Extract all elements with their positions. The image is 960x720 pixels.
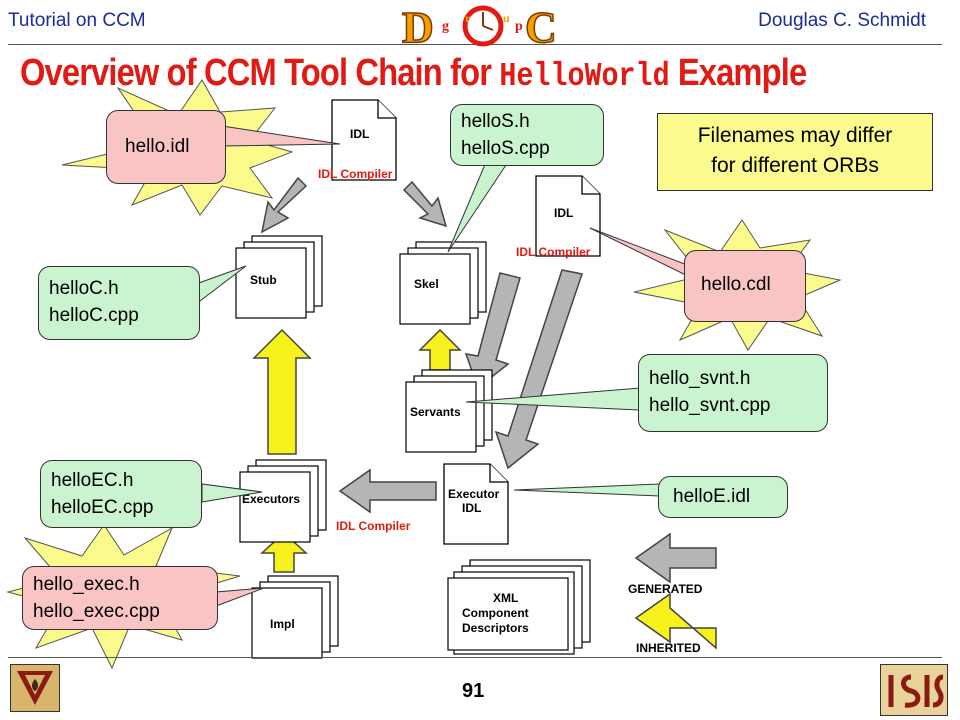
executor-idl-label-1: Executor bbox=[448, 487, 500, 501]
page-number: 91 bbox=[462, 680, 485, 702]
inherited-arrows bbox=[252, 328, 717, 650]
servants-label: Servants bbox=[410, 405, 461, 419]
xml-label-1: XML bbox=[493, 591, 518, 605]
hello-ec-h: helloEC.h bbox=[51, 470, 134, 491]
callout-hello-s: helloS.h helloS.cpp bbox=[450, 104, 604, 166]
skel-label: Skel bbox=[414, 277, 439, 291]
note-line-1: Filenames may differ bbox=[697, 124, 893, 147]
filenames-note: Filenames may differ for different ORBs bbox=[657, 113, 933, 191]
callout-hello-svnt: hello_svnt.h hello_svnt.cpp bbox=[638, 354, 828, 432]
callout-hello-cdl: hello.cdl bbox=[684, 250, 806, 322]
vanderbilt-logo bbox=[10, 664, 60, 712]
idl-compiler-1-label: IDL Compiler bbox=[318, 167, 393, 181]
header-left: Tutorial on CCM bbox=[8, 10, 146, 31]
stub-stack bbox=[235, 235, 323, 319]
xml-label-3: Descriptors bbox=[462, 621, 529, 635]
title-part1: Overview of CCM Tool Chain for bbox=[20, 52, 500, 94]
title-part2: Example bbox=[669, 52, 807, 94]
executors-label: Executors bbox=[242, 492, 300, 506]
header-right: Douglas C. Schmidt bbox=[758, 10, 926, 31]
isis-logo bbox=[880, 664, 948, 716]
hello-exec-cpp: hello_exec.cpp bbox=[33, 601, 160, 622]
xml-label-2: Component bbox=[462, 606, 529, 620]
legend-generated: GENERATED bbox=[628, 582, 703, 596]
hello-cdl-text: hello.cdl bbox=[701, 274, 771, 295]
page-title: Overview of CCM Tool Chain for HelloWorl… bbox=[20, 52, 807, 95]
xml-descriptors-stack bbox=[447, 559, 591, 655]
hello-e-idl-text: helloE.idl bbox=[673, 486, 751, 507]
stub-label: Stub bbox=[250, 273, 277, 287]
impl-label: Impl bbox=[270, 617, 295, 631]
executor-idl-label-2: IDL bbox=[462, 501, 481, 515]
callout-hello-ec: helloEC.h helloEC.cpp bbox=[40, 460, 202, 528]
skel-stack bbox=[399, 241, 487, 325]
idl-compiler-3-label: IDL Compiler bbox=[336, 519, 411, 533]
callout-hello-e-idl: helloE.idl bbox=[658, 476, 788, 518]
hello-s-cpp: helloS.cpp bbox=[461, 138, 550, 159]
hello-s-h: helloS.h bbox=[461, 111, 530, 132]
footer-rule bbox=[8, 657, 942, 658]
hello-c-h: helloC.h bbox=[49, 278, 119, 299]
idl-doc-1-label: IDL bbox=[350, 127, 369, 141]
hello-idl-text: hello.idl bbox=[125, 136, 190, 157]
hello-svnt-cpp: hello_svnt.cpp bbox=[649, 395, 771, 416]
title-code: HelloWorld bbox=[499, 58, 670, 95]
hello-svnt-h: hello_svnt.h bbox=[649, 368, 751, 389]
idl-compiler-2-label: IDL Compiler bbox=[516, 245, 591, 259]
legend-inherited: INHERITED bbox=[636, 641, 701, 655]
generated-arrows bbox=[260, 176, 717, 584]
idl-doc-2-label: IDL bbox=[554, 206, 573, 220]
note-line-2: for different ORBs bbox=[711, 154, 879, 177]
hello-ec-cpp: helloEC.cpp bbox=[51, 497, 154, 518]
impl-stack bbox=[251, 575, 339, 659]
hello-c-cpp: helloC.cpp bbox=[49, 305, 139, 326]
callout-hello-exec: hello_exec.h hello_exec.cpp bbox=[22, 566, 218, 630]
callout-hello-c: helloC.h helloC.cpp bbox=[38, 266, 200, 340]
hello-exec-h: hello_exec.h bbox=[33, 574, 140, 595]
callout-hello-idl: hello.idl bbox=[106, 110, 226, 184]
